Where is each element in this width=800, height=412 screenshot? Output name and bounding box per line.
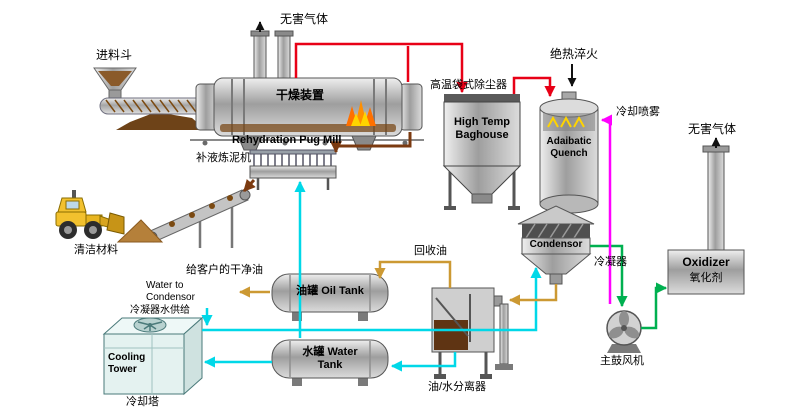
oil-water-separator	[431, 287, 513, 379]
spray-sparkle-icon	[547, 115, 585, 128]
label-harmless-gas-top: 无害气体	[280, 12, 329, 26]
dryer-stack-icon	[250, 30, 294, 79]
water-tank-vessel	[271, 339, 389, 386]
pug-mill	[249, 149, 337, 190]
label-baghouse-en: High Temp Baghouse	[453, 116, 510, 141]
label-pug-mill-cn: 补液炼泥机	[196, 152, 251, 164]
label-main-blower: 主鼓风机	[600, 355, 644, 367]
label-condenser-cn: 冷凝器	[594, 256, 627, 268]
flow-tower-to-condenser	[202, 266, 542, 332]
condenser-vessel	[517, 205, 595, 285]
label-clean-oil-customer: 给客户的干净油	[186, 264, 263, 276]
rotary-dryer	[190, 30, 424, 151]
flow-lines	[201, 21, 721, 372]
quench-vessel	[539, 91, 599, 214]
label-oxidizer-cn: 氧化剂	[689, 272, 723, 284]
tower-fan-icon	[133, 317, 167, 333]
flow-separator-to-water-tank	[390, 352, 457, 372]
label-quench-en: Adaibatic Quench	[546, 136, 592, 159]
feed-hopper	[93, 67, 137, 99]
blower-fan-icon	[606, 310, 642, 353]
label-cooling-tower-en: Cooling Tower	[108, 352, 146, 375]
label-recovered-oil: 回收油	[414, 245, 447, 257]
wheel-loader-icon	[55, 190, 164, 243]
label-pug-mill-en: Rehydration Pug Mill	[232, 134, 342, 146]
label-condenser-water-supply: 冷凝器水供给	[130, 305, 190, 316]
screw-feeder	[99, 97, 206, 130]
exhaust-stack	[702, 145, 730, 253]
label-cooling-tower-cn: 冷却塔	[126, 396, 159, 408]
label-dryer: 干燥装置	[275, 88, 324, 102]
flow-condenser-to-blower	[590, 244, 628, 308]
label-water-to-condenser: Water to Condensor	[146, 280, 195, 303]
baghouse-vessel	[442, 94, 522, 210]
label-water-tank: 水罐 Water Tank	[302, 346, 358, 371]
incline-conveyor	[146, 189, 251, 248]
label-separator: 油/水分离器	[428, 381, 487, 393]
label-quench-cn: 绝热淬火	[550, 47, 599, 61]
flow-dryer-exhaust-to-baghouse	[294, 42, 468, 94]
label-harmless-gas-right: 无害气体	[688, 122, 737, 136]
flow-pug-mill-to-conveyor	[242, 178, 256, 193]
cooling-tower-unit	[102, 316, 204, 396]
label-baghouse-cn: 高温袋式除尘器	[430, 79, 507, 91]
label-oil-tank: 油罐 Oil Tank	[296, 285, 364, 297]
label-cooling-spray: 冷却喷雾	[616, 106, 660, 118]
flow-condenser-to-separator	[508, 284, 558, 306]
flow-separator-to-oil-tank	[374, 260, 452, 288]
flow-baghouse-to-quench	[512, 76, 556, 98]
flow-cooling-spray-to-quench	[600, 114, 613, 304]
label-condenser-en: Condensor	[529, 239, 583, 250]
label-feed-hopper: 进料斗	[96, 48, 133, 62]
burner-flame-icon	[346, 100, 376, 126]
flow-dryer-to-pug-mill	[330, 132, 412, 154]
flow-blower-to-oxidizer	[641, 282, 668, 330]
label-oxidizer-en: Oxidizer	[682, 255, 730, 269]
oxidizer-unit	[667, 145, 745, 295]
label-clean-material: 清洁材料	[74, 244, 118, 256]
